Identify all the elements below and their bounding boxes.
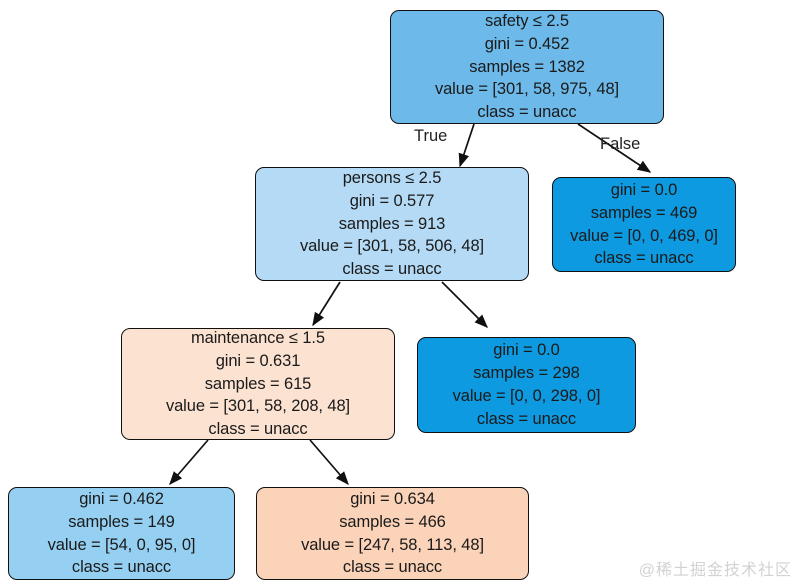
node-samples: samples = 1382 xyxy=(469,57,585,76)
node-gini: gini = 0.0 xyxy=(610,180,678,199)
node-gini: gini = 0.631 xyxy=(215,351,301,370)
node-value: value = [247, 58, 113, 48] xyxy=(301,535,484,554)
node-samples: samples = 298 xyxy=(473,364,580,383)
node-gini: gini = 0.452 xyxy=(484,34,570,53)
node-condition: safety ≤ 2.5 xyxy=(485,12,569,31)
tree-node-maintenance[interactable]: maintenance ≤ 1.5 gini = 0.631 samples =… xyxy=(121,328,395,440)
tree-node-pure-469[interactable]: gini = 0.0 samples = 469 value = [0, 0, … xyxy=(552,177,736,272)
node-gini: gini = 0.577 xyxy=(349,191,435,210)
node-class: class = unacc xyxy=(477,103,577,122)
node-gini: gini = 0.0 xyxy=(493,341,560,360)
node-value: value = [301, 58, 506, 48] xyxy=(299,237,485,256)
node-samples: samples = 466 xyxy=(339,512,446,531)
edge-maintenance-to-leaf466 xyxy=(309,439,349,486)
node-value: value = [301, 58, 975, 48] xyxy=(434,80,620,99)
edge-maintenance-to-leaf149 xyxy=(169,439,209,486)
node-gini: gini = 0.462 xyxy=(79,489,164,508)
node-class: class = unacc xyxy=(342,558,443,577)
watermark: @稀土掘金技术社区 xyxy=(638,562,792,579)
edge-persons-to-maintenance xyxy=(312,281,341,327)
node-class: class = unacc xyxy=(594,249,694,268)
node-class: class = unacc xyxy=(342,260,442,279)
node-class: class = unacc xyxy=(208,420,308,439)
edge-persons-to-pure298 xyxy=(441,281,488,328)
node-class: class = unacc xyxy=(476,409,577,428)
tree-node-leaf-149[interactable]: gini = 0.462 samples = 149 value = [54, … xyxy=(8,487,235,580)
node-samples: samples = 469 xyxy=(590,203,698,222)
node-value: value = [301, 58, 208, 48] xyxy=(165,397,351,416)
tree-node-pure-298[interactable]: gini = 0.0 samples = 298 value = [0, 0, … xyxy=(417,337,636,433)
node-value: value = [54, 0, 95, 0] xyxy=(47,535,196,554)
node-condition: maintenance ≤ 1.5 xyxy=(191,329,325,348)
node-gini: gini = 0.634 xyxy=(350,489,435,508)
node-value: value = [0, 0, 298, 0] xyxy=(452,387,601,405)
edge-label-false: False xyxy=(600,135,641,153)
tree-node-root[interactable]: safety ≤ 2.5 gini = 0.452 samples = 1382… xyxy=(390,10,664,124)
tree-node-leaf-466[interactable]: gini = 0.634 samples = 466 value = [247,… xyxy=(256,487,529,580)
node-value: value = [0, 0, 469, 0] xyxy=(570,226,718,245)
node-condition: persons ≤ 2.5 xyxy=(342,169,442,188)
node-samples: samples = 913 xyxy=(338,214,446,233)
edge-label-true: True xyxy=(414,127,448,145)
node-samples: samples = 149 xyxy=(68,512,175,531)
edge-root-to-persons xyxy=(458,123,475,168)
tree-node-persons[interactable]: persons ≤ 2.5 gini = 0.577 samples = 913… xyxy=(255,167,529,281)
node-samples: samples = 615 xyxy=(204,374,312,393)
node-class: class = unacc xyxy=(71,558,172,577)
